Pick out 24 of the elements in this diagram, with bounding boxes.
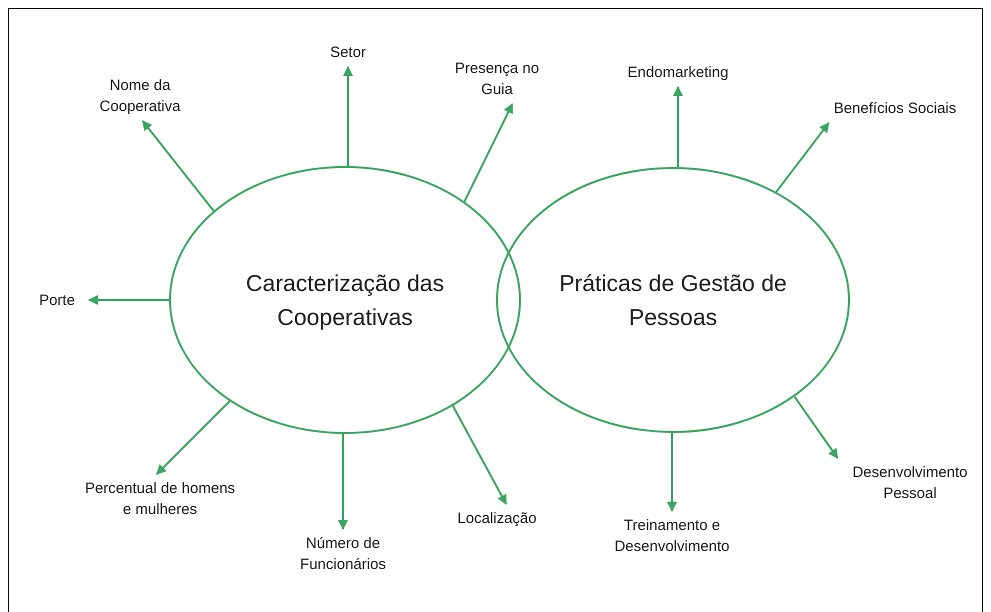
arrow	[794, 396, 838, 459]
topic-label: Desenvolvimento Pessoal	[835, 462, 985, 504]
ellipse-title: Práticas de Gestão de Pessoas	[558, 269, 788, 332]
topic-label: Percentual de homens e mulheres	[80, 478, 240, 520]
ellipse-title: Caracterização das Cooperativas	[244, 269, 446, 332]
arrow	[338, 434, 348, 530]
arrow	[452, 405, 508, 505]
arrow	[775, 122, 830, 193]
arrow	[667, 433, 677, 512]
topic-label: Treinamento e Desenvolvimento	[597, 515, 747, 557]
topic-label: Presença no Guia	[442, 58, 552, 100]
arrow	[88, 295, 169, 305]
topic-label: Benefícios Sociais	[820, 98, 970, 119]
topic-label: Porte	[30, 290, 84, 311]
topic-label: Endomarketing	[613, 62, 743, 83]
arrow	[156, 400, 230, 475]
arrow	[673, 86, 683, 168]
arrow	[343, 66, 353, 166]
topic-label: Número de Funcionários	[278, 533, 408, 575]
arrow	[142, 120, 214, 212]
topic-label: Localização	[447, 508, 547, 529]
topic-label: Nome da Cooperativa	[80, 75, 200, 117]
arrow	[464, 103, 514, 202]
topic-label: Setor	[318, 42, 378, 63]
